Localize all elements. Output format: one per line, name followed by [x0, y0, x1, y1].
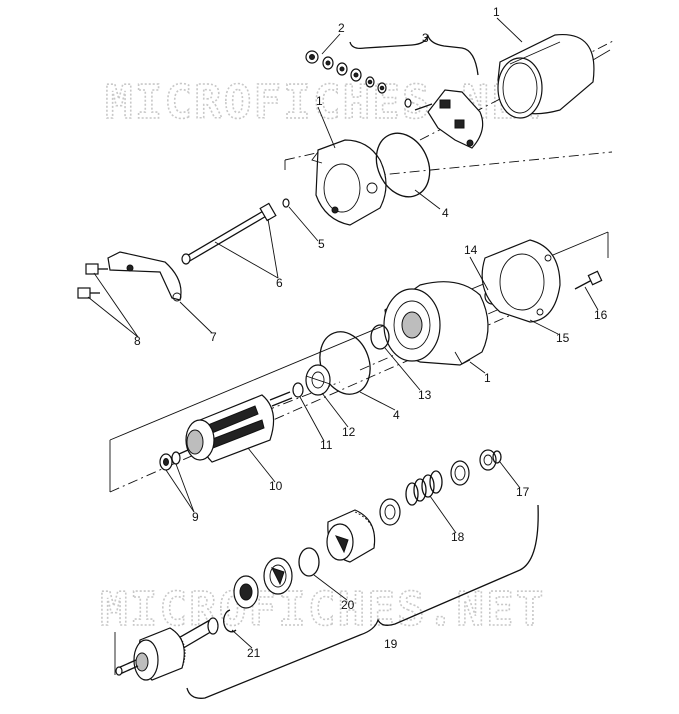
dashed-guide-lines — [109, 39, 616, 675]
callout-21: 21 — [247, 646, 261, 660]
callout-4-lower: 4 — [393, 408, 400, 422]
callout-10: 10 — [269, 479, 283, 493]
part-12-bearing — [305, 364, 331, 396]
callout-1-front-housing: 1 — [484, 371, 491, 385]
part-3-brush-holder — [414, 89, 484, 149]
callout-11: 11 — [320, 438, 333, 452]
callout-16: 16 — [594, 308, 608, 322]
part-10-armature — [169, 391, 293, 463]
callout-3: 3 — [422, 31, 429, 45]
callout-labels: 1 2 3 1 4 5 6 7 8 14 15 16 1 13 4 12 11 … — [134, 5, 608, 660]
part-21-circlip — [223, 609, 237, 633]
callout-2: 2 — [338, 21, 345, 35]
callout-14: 14 — [464, 243, 478, 257]
part-4-o-ring-upper — [375, 132, 431, 198]
callout-9: 9 — [192, 510, 199, 524]
part-7-bracket — [107, 251, 182, 302]
callout-6: 6 — [276, 276, 283, 290]
part-13-o-ring — [370, 324, 390, 350]
callout-12: 12 — [342, 425, 356, 439]
part-6-through-bolts — [181, 202, 277, 265]
callout-8: 8 — [134, 334, 141, 348]
callout-1-rear-cover: 1 — [316, 94, 323, 108]
part-8-bolts — [77, 263, 108, 299]
part-18-spring — [379, 470, 443, 526]
part-15-gasket — [481, 239, 561, 323]
watermark-bottom: MICROFICHES.NET — [100, 582, 545, 636]
part-2-nut-washers — [305, 50, 412, 108]
callout-17: 17 — [516, 485, 530, 499]
watermark-top: MICROFICHES.NET — [105, 75, 550, 129]
part-1-yoke — [497, 33, 611, 119]
callout-15: 15 — [556, 331, 570, 345]
part-19-clutch-plates — [233, 557, 293, 609]
callout-19: 19 — [384, 637, 398, 651]
part-1-rear-cover — [311, 139, 387, 226]
part-19-clutch-gear — [326, 509, 376, 563]
part-17-ring — [450, 449, 502, 486]
callout-1-yoke: 1 — [493, 5, 500, 19]
callout-7: 7 — [210, 330, 217, 344]
callout-18: 18 — [451, 530, 465, 544]
part-5-washer — [282, 198, 290, 208]
callout-13: 13 — [418, 388, 432, 402]
callout-5: 5 — [318, 237, 325, 251]
part-11-washer — [292, 382, 304, 398]
part-16-bolt — [574, 270, 603, 290]
part-1-front-housing — [383, 281, 489, 366]
callout-20: 20 — [341, 598, 355, 612]
part-19-pinion-shaft — [115, 617, 219, 681]
callout-4-upper: 4 — [442, 206, 449, 220]
leader-lines — [87, 17, 599, 649]
bracket-19 — [186, 504, 539, 699]
part-20-ring — [298, 547, 320, 577]
bracket-3 — [349, 34, 479, 76]
